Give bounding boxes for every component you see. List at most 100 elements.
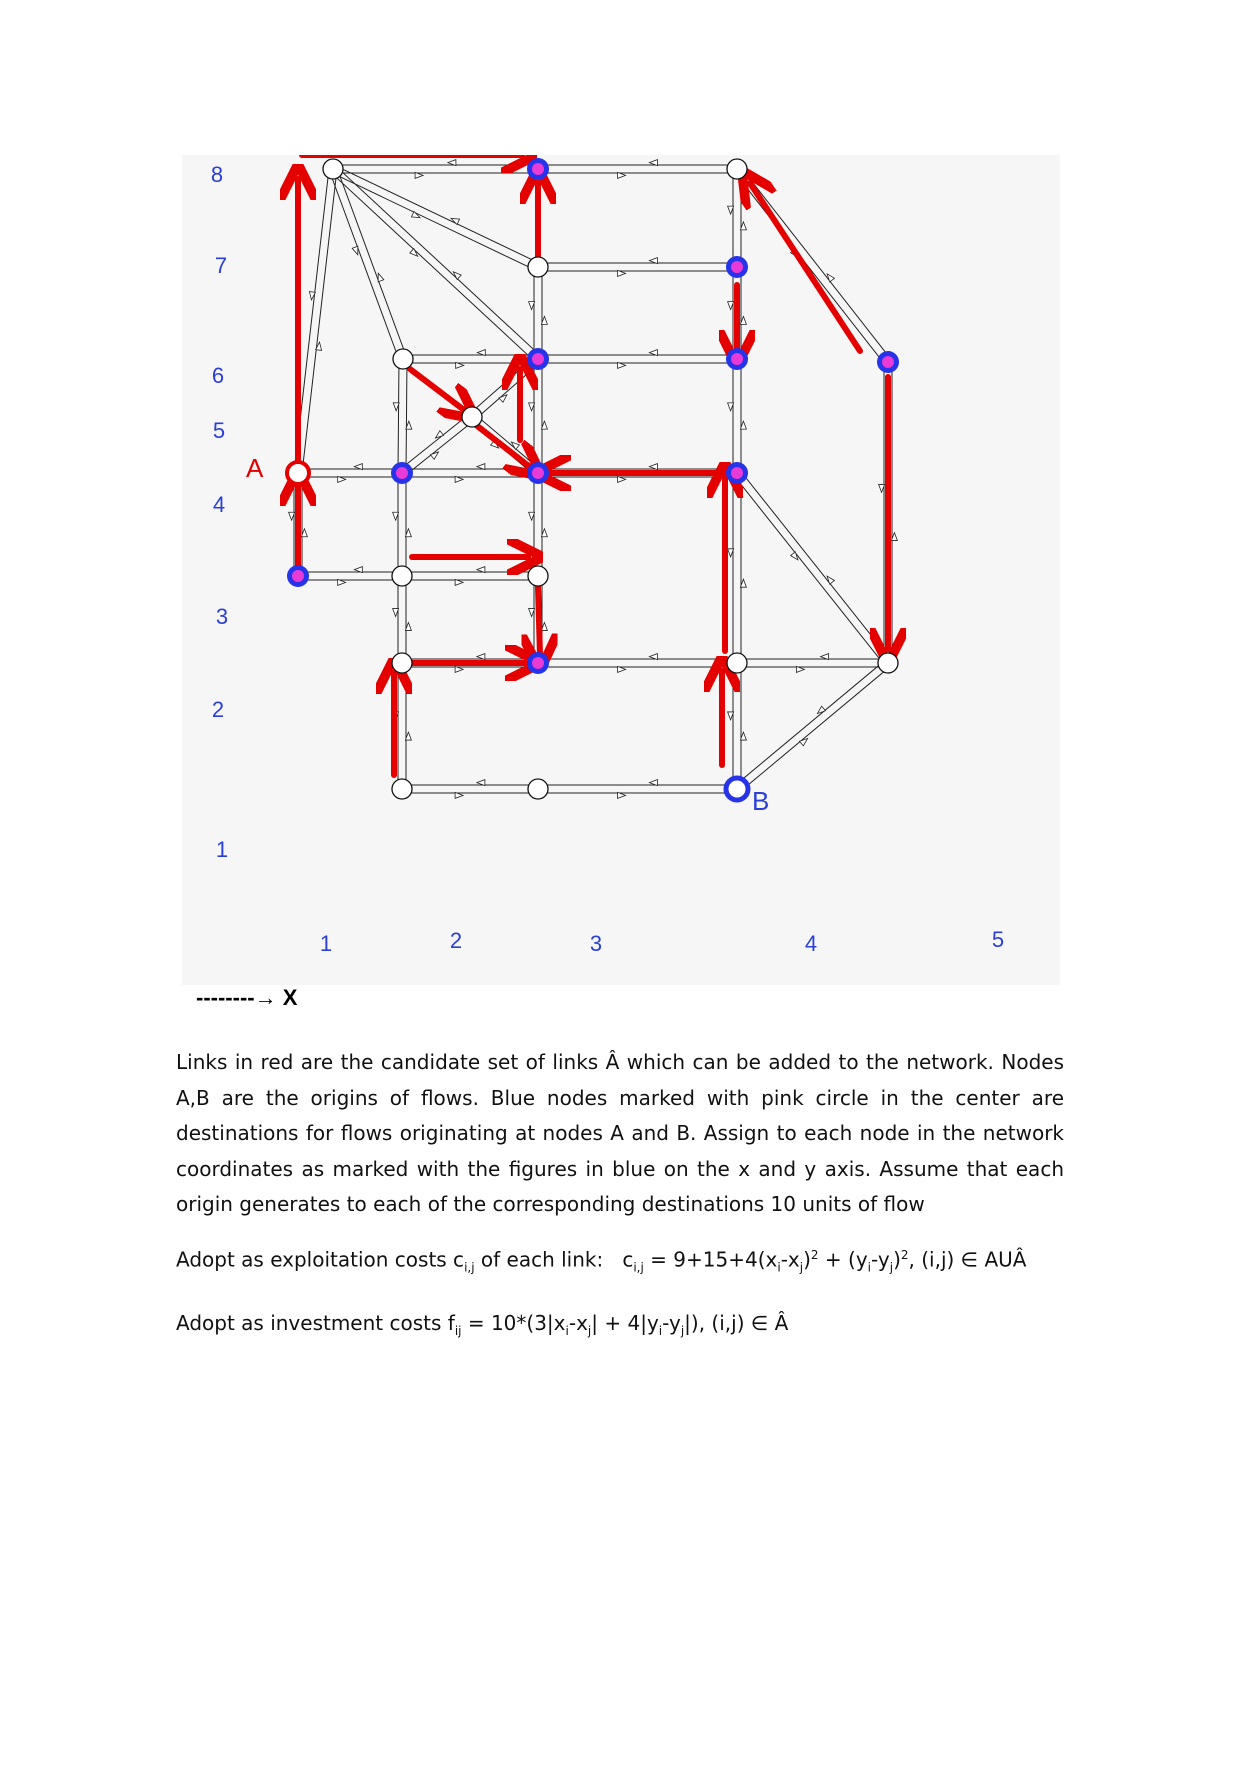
- direction-triangle: [648, 779, 658, 787]
- red-candidate-arrow: [473, 422, 530, 467]
- y-tick-label: 2: [212, 697, 224, 722]
- formula1-intro-sub: i,j: [464, 1260, 475, 1275]
- destination-node-center: [532, 163, 544, 175]
- direction-triangle: [617, 475, 627, 483]
- formula1-rhs-a: = 9+15+4(x: [643, 1247, 778, 1272]
- network-link: [739, 470, 892, 661]
- direction-triangle: [476, 349, 486, 357]
- origin-node-b: [723, 775, 751, 803]
- destination-node-center: [396, 467, 408, 479]
- formula2-intro-sub: ij: [454, 1323, 462, 1338]
- formula1-sub-yi: i: [867, 1260, 872, 1275]
- direction-triangle: [353, 463, 363, 471]
- direction-triangle: [455, 361, 465, 369]
- direction-triangle: [392, 402, 400, 412]
- direction-triangle: [475, 566, 486, 574]
- direction-triangle: [878, 484, 886, 494]
- formula2-m1: -x: [568, 1310, 588, 1335]
- direction-triangle: [392, 608, 400, 618]
- direction-triangle: [475, 463, 486, 471]
- network-link: [301, 169, 338, 474]
- network-node: [391, 565, 413, 587]
- direction-triangle: [648, 159, 658, 167]
- formula2-sub-yj: j: [680, 1323, 685, 1338]
- formula1-rhs-b-mid: -y: [871, 1247, 890, 1272]
- formula1-sub-xi: i: [777, 1260, 781, 1275]
- direction-triangle: [798, 737, 809, 747]
- destination-node-center: [882, 356, 894, 368]
- direction-triangle: [727, 402, 735, 413]
- direction-triangle: [410, 210, 421, 219]
- network-node: [392, 348, 414, 370]
- network-link: [405, 359, 408, 474]
- problem-text: Links in red are the candidate set of li…: [176, 1045, 1064, 1349]
- network-link: [469, 355, 536, 415]
- destination-node-center: [532, 657, 544, 669]
- direction-triangle: [789, 551, 799, 561]
- direction-triangle: [819, 653, 829, 661]
- y-tick-label: 6: [212, 363, 224, 388]
- direction-triangle: [429, 451, 440, 461]
- formula2-sub-yi: i: [658, 1323, 663, 1338]
- y-tick-label: 7: [215, 253, 227, 278]
- direction-triangle: [727, 711, 735, 722]
- formula1-rhs-a-close: ): [803, 1247, 811, 1272]
- direction-triangle: [392, 511, 400, 522]
- formula1-tail: , (i,j) ∈ AUÂ: [908, 1247, 1027, 1272]
- formula2-m3: -y: [662, 1310, 681, 1335]
- direction-triangle: [890, 531, 898, 541]
- direction-triangle: [739, 730, 747, 741]
- direction-triangle: [826, 575, 836, 585]
- direction-triangle: [337, 578, 347, 586]
- direction-triangle: [337, 475, 347, 483]
- destination-node-center: [731, 467, 743, 479]
- direction-triangle: [404, 730, 412, 741]
- network-link: [329, 171, 536, 363]
- formula1-square-y: 2: [900, 1247, 909, 1262]
- formula1-rhs-b: + (y: [818, 1247, 868, 1272]
- network-link: [335, 165, 542, 357]
- network-link: [739, 166, 892, 360]
- destination-node-center: [731, 261, 743, 273]
- destination-node-center: [532, 467, 544, 479]
- direction-triangle: [454, 475, 465, 483]
- direction-triangle: [475, 653, 486, 661]
- formula2-tail: |), (i,j) ∈ Â: [684, 1310, 789, 1335]
- origin-label-b: B: [752, 786, 769, 816]
- direction-triangle: [739, 220, 747, 231]
- direction-triangle: [540, 419, 548, 430]
- direction-triangle: [300, 527, 308, 538]
- origin-label-a: A: [246, 453, 264, 483]
- formula1-intro: Adopt as exploitation costs c: [176, 1247, 465, 1272]
- red-candidate-arrow: [407, 366, 464, 410]
- network-link: [331, 172, 537, 272]
- direction-triangle: [739, 419, 747, 430]
- direction-triangle: [617, 269, 627, 277]
- destination-node-center: [292, 570, 304, 582]
- direction-triangle: [528, 402, 536, 413]
- x-axis-label: --------→ X: [196, 985, 298, 1010]
- direction-triangle: [454, 665, 465, 673]
- network-node: [461, 406, 483, 428]
- direction-triangle: [288, 511, 296, 522]
- direction-triangle: [528, 301, 536, 311]
- x-tick-label: 5: [992, 927, 1004, 952]
- direction-triangle: [727, 548, 735, 558]
- description-paragraph: Links in red are the candidate set of li…: [176, 1050, 1064, 1216]
- network-node: [527, 778, 549, 800]
- direction-triangle: [727, 301, 735, 311]
- direction-triangle: [414, 171, 425, 179]
- formula2-sub-xi: i: [565, 1323, 569, 1338]
- direction-triangle: [450, 217, 461, 226]
- formula1-sub-yj: j: [889, 1260, 894, 1275]
- direction-triangle: [434, 429, 445, 439]
- y-tick-label: 5: [213, 418, 225, 443]
- direction-triangle: [528, 511, 536, 522]
- network-link: [474, 361, 541, 421]
- network-nodes: [285, 158, 899, 803]
- direction-triangle: [739, 315, 747, 325]
- formula2-intro: Adopt as investment costs f: [176, 1310, 455, 1335]
- direction-triangle: [796, 665, 806, 673]
- direction-triangle: [409, 247, 419, 257]
